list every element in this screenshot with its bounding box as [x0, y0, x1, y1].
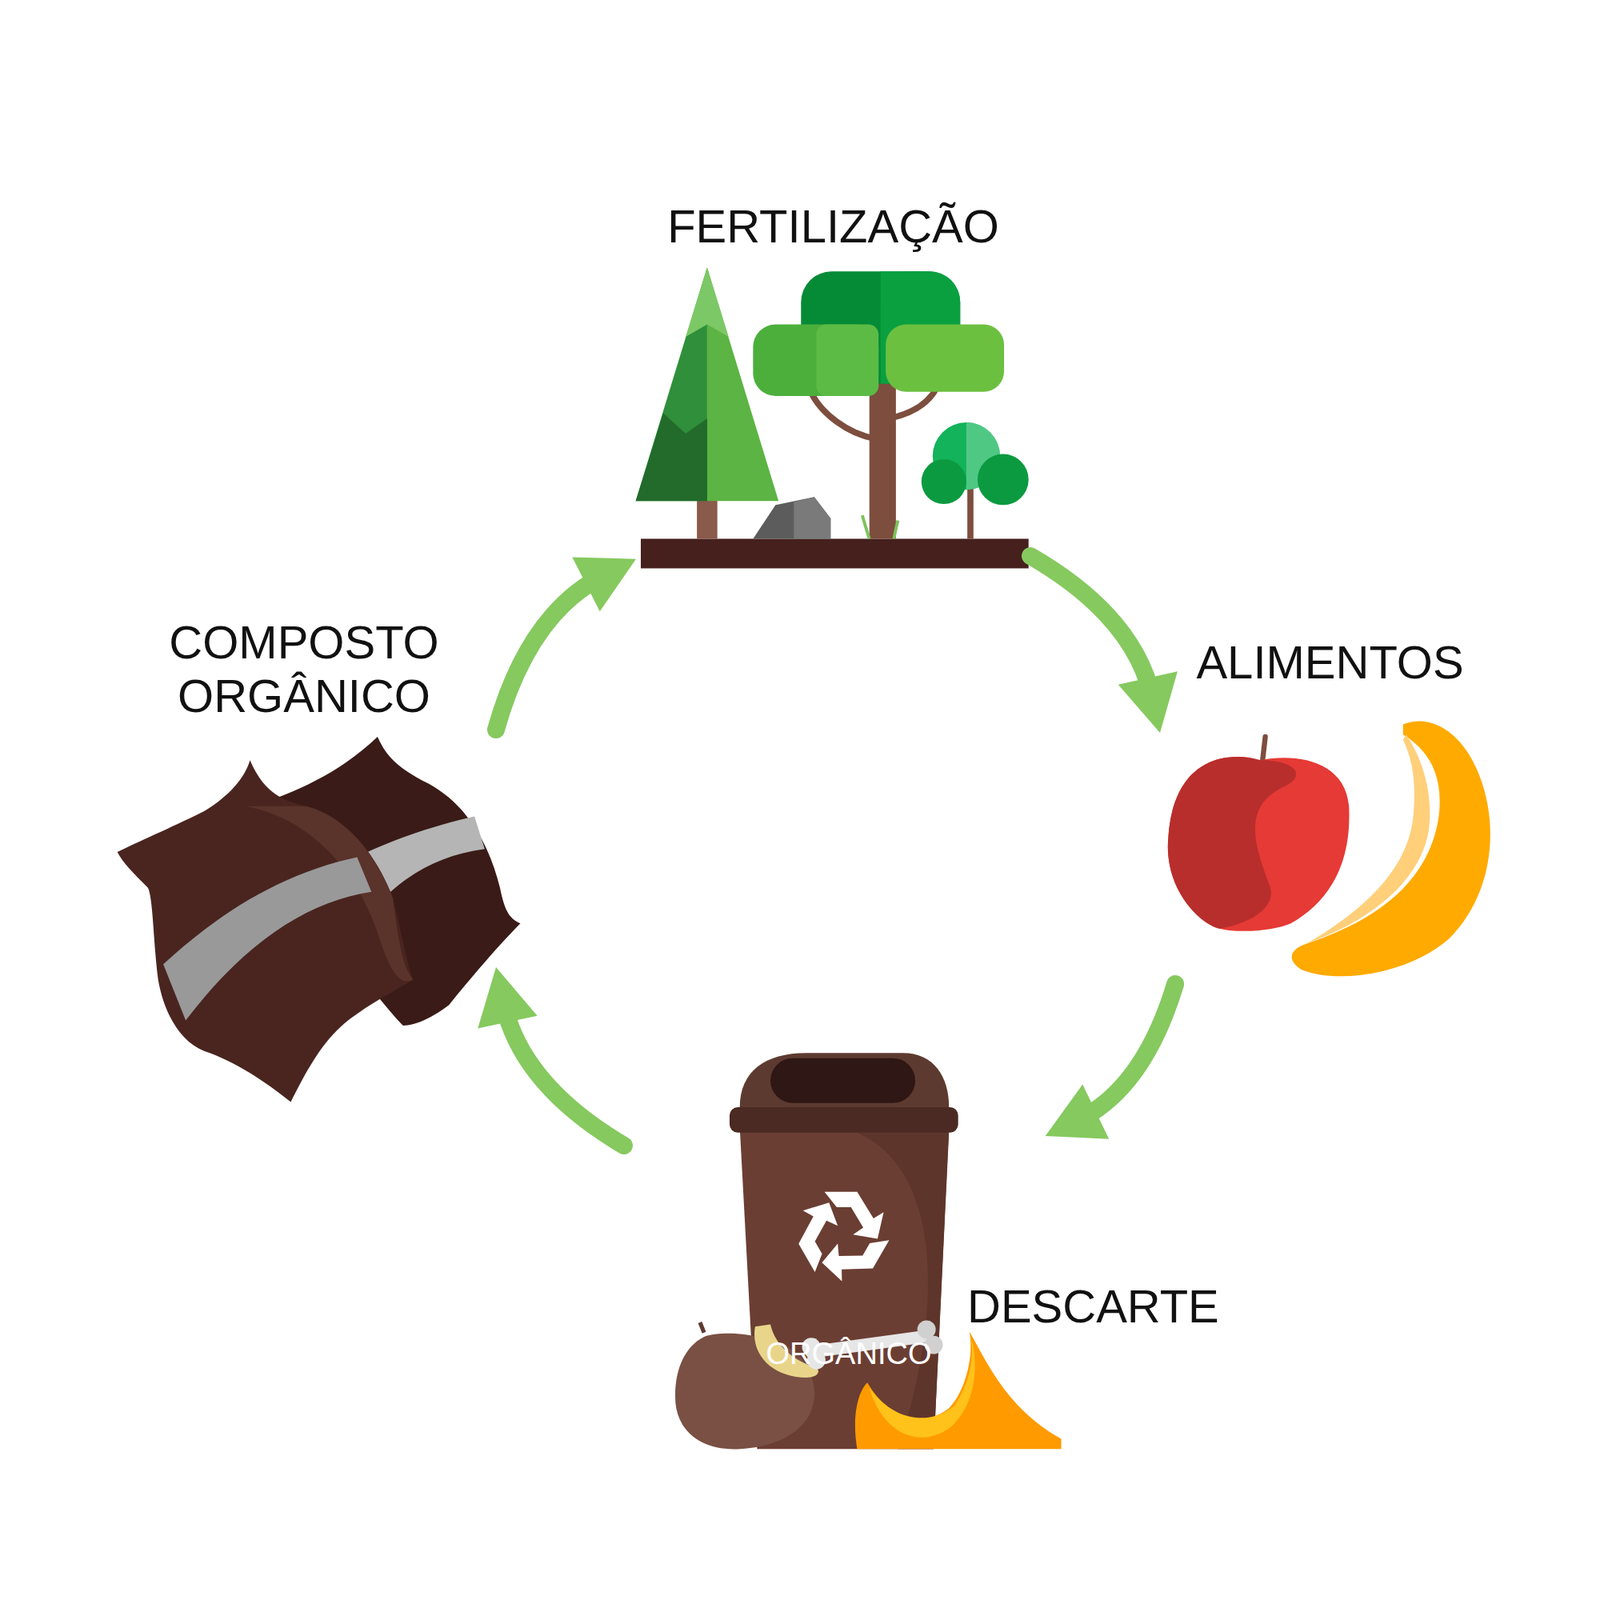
- arrow-head: [572, 556, 636, 612]
- arrow-head: [477, 967, 537, 1028]
- stage-node: COMPOSTO ORGÂNICO: [112, 616, 496, 1108]
- arrow-line: [1077, 984, 1176, 1120]
- arrow-line: [496, 575, 604, 730]
- forest-illustration: [636, 267, 1029, 568]
- cycle-arrow: [1045, 984, 1176, 1140]
- stage-node: ALIMENTOS: [1160, 636, 1500, 984]
- fruit-illustration: [1168, 721, 1491, 977]
- organic-bin-illustration: [675, 1052, 1061, 1449]
- arrow-head: [1118, 671, 1178, 733]
- arrow-line: [1030, 556, 1152, 698]
- arrow-line: [503, 1002, 624, 1146]
- bin-label: ORGÂNICO: [766, 1337, 932, 1372]
- cycle-arrow: [1030, 556, 1178, 733]
- stage-label: ALIMENTOS: [1196, 636, 1464, 690]
- stage-node: FERTILIZAÇÃO: [636, 200, 1031, 572]
- stage-node: DESCARTE: [624, 1136, 1232, 1456]
- stage-label: DESCARTE: [967, 1280, 1220, 1334]
- arrow-head: [1045, 1084, 1110, 1139]
- stage-label: COMPOSTO ORGÂNICO: [160, 616, 448, 723]
- stage-label: FERTILIZAÇÃO: [667, 200, 1000, 254]
- cycle-arrow: [477, 967, 624, 1146]
- cycle-arrow: [496, 556, 636, 730]
- compost-bags-illustration: [117, 736, 521, 1103]
